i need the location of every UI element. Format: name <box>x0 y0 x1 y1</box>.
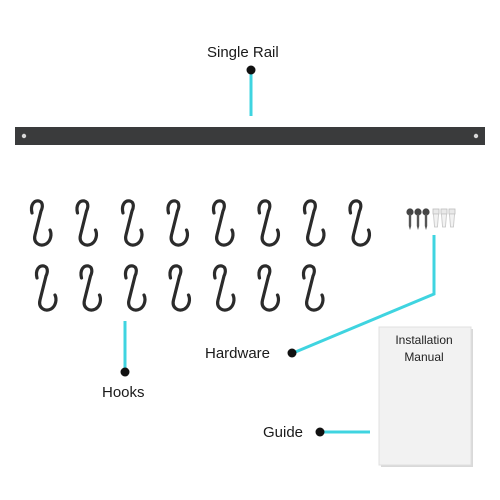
rail-hole-left <box>21 133 27 139</box>
hardware-dot <box>287 348 297 358</box>
anchor-2 <box>440 208 448 228</box>
hooks-label: Hooks <box>102 384 145 401</box>
rail-hole-right <box>473 133 479 139</box>
installation-manual <box>378 326 473 467</box>
guide-dot <box>315 427 325 437</box>
hook-bottom-1 <box>34 264 58 312</box>
screw-3 <box>422 208 430 230</box>
hook-top-5 <box>211 199 235 247</box>
hook-top-4 <box>166 199 190 247</box>
manual-title: Installation Manual <box>380 332 468 366</box>
rail-bar <box>15 127 485 145</box>
rail-dot <box>246 65 256 75</box>
screw-2 <box>414 208 422 230</box>
hook-bottom-6 <box>257 264 281 312</box>
hook-bottom-2 <box>79 264 103 312</box>
manual-sheet <box>378 326 472 466</box>
hardware-leader <box>292 235 436 355</box>
anchor-3 <box>448 208 456 228</box>
guide-label: Guide <box>263 424 304 441</box>
screw-1 <box>406 208 414 230</box>
hook-top-6 <box>257 199 281 247</box>
leader-lines <box>123 74 436 434</box>
hardware-group <box>406 208 456 230</box>
hook-top-2 <box>75 199 99 247</box>
hook-bottom-5 <box>212 264 236 312</box>
manual-title-line2: Manual <box>404 350 444 364</box>
hook-top-8 <box>348 199 372 247</box>
hook-top-3 <box>120 199 144 247</box>
rail <box>15 127 485 145</box>
hook-bottom-3 <box>123 264 147 312</box>
hooks-group <box>29 199 372 312</box>
hook-top-7 <box>302 199 326 247</box>
hardware-label: Hardware <box>205 345 271 362</box>
hooks-dot <box>120 367 130 377</box>
anchor-1 <box>432 208 440 228</box>
rail-label: Single Rail <box>207 44 279 61</box>
manual-title-line1: Installation <box>395 333 453 347</box>
hook-bottom-7 <box>301 264 325 312</box>
leader-dots <box>120 65 325 437</box>
hook-bottom-4 <box>168 264 192 312</box>
hook-top-1 <box>29 199 53 247</box>
